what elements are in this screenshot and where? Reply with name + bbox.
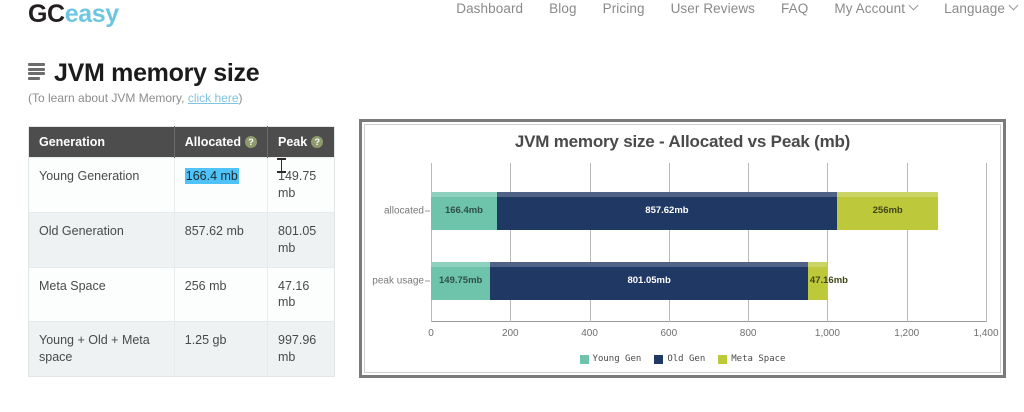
y-axis-category-label: allocated xyxy=(383,205,424,217)
chart-bar-segment-meta[interactable]: 47.16mb xyxy=(807,261,848,300)
nav-item-blog[interactable]: Blog xyxy=(549,0,577,16)
legend-swatch xyxy=(654,354,664,364)
column-header-allocated: Allocated? xyxy=(174,126,269,158)
chart-gridline xyxy=(748,163,750,322)
y-axis-tick xyxy=(425,280,430,282)
cell-generation: Old Generation xyxy=(28,211,175,267)
y-axis-tick xyxy=(425,210,430,212)
table-head: Generation Allocated? Peak? xyxy=(28,126,335,158)
cell-peak: 801.05 mb xyxy=(267,211,335,267)
chart-bar-row: 166.4mb 857.62mb 256mb xyxy=(431,191,986,230)
chart-bar-value-label: 47.16mb xyxy=(809,275,848,287)
table-header-row: Generation Allocated? Peak? xyxy=(28,126,335,158)
cell-generation: Young + Old + Meta space xyxy=(28,321,175,377)
subnote-suffix: ) xyxy=(238,91,243,105)
column-header-generation: Generation xyxy=(28,126,175,158)
brand-logo-easy: easy xyxy=(64,0,119,28)
chart-gridline xyxy=(827,163,829,322)
nav-item-dashboard[interactable]: Dashboard xyxy=(456,0,524,16)
chart-plot-area: 0 200 400 600 800 1,000 1,200 1,400 166.4mb 857.6… xyxy=(372,163,999,339)
chart-bar-segment-meta[interactable]: 256mb xyxy=(836,191,939,230)
x-axis-line xyxy=(431,321,986,322)
top-navigation: Dashboard Blog Pricing User Reviews FAQ … xyxy=(400,0,1024,20)
chart-bar-segment-young[interactable]: 149.75mb xyxy=(431,261,491,300)
legend-item[interactable]: Old Gen xyxy=(654,354,705,364)
chart-gridline xyxy=(986,163,987,322)
nav-item-my-account-label: My Account xyxy=(834,0,906,16)
x-axis-tick-label: 200 xyxy=(501,328,519,339)
subnote-prefix: (To learn about JVM Memory, xyxy=(28,91,185,105)
cell-allocated: 857.62 mb xyxy=(174,211,269,267)
legend-label: Old Gen xyxy=(667,354,706,364)
table-row: Young + Old + Meta space 1.25 gb 997.96 … xyxy=(28,321,335,377)
legend-item[interactable]: Meta Space xyxy=(718,354,785,364)
chart-bar-segment-old[interactable]: 857.62mb xyxy=(496,191,837,230)
cell-allocated: 256 mb xyxy=(174,266,269,322)
cell-allocated-selected-value: 166.4 mb xyxy=(184,168,239,184)
jvm-memory-learn-more-link[interactable]: click here xyxy=(187,91,239,105)
chart-legend: Young Gen Old Gen Meta Space xyxy=(365,354,1000,364)
table-body: Young Generation 166.4 mb 149.75 mb Old … xyxy=(28,157,335,377)
legend-label: Young Gen xyxy=(592,354,642,364)
chart-title: JVM memory size - Allocated vs Peak (mb) xyxy=(514,132,851,151)
legend-swatch xyxy=(718,354,728,364)
chart-bar-value-label: 801.05mb xyxy=(627,275,671,287)
x-axis-tick-label: 600 xyxy=(660,328,678,339)
cell-generation: Meta Space xyxy=(28,266,175,322)
help-icon[interactable]: ? xyxy=(311,136,324,148)
x-axis-tick-label: 800 xyxy=(739,328,757,339)
chevron-down-icon xyxy=(1010,2,1018,10)
column-header-peak-label: Peak xyxy=(278,135,308,149)
y-axis-category-label: peak usage xyxy=(372,275,424,287)
nav-item-faq[interactable]: FAQ xyxy=(781,0,809,16)
stack-layers-icon xyxy=(28,63,45,83)
chart-gridline xyxy=(668,163,670,322)
chart-inner: JVM memory size - Allocated vs Peak (mb)… xyxy=(364,124,1001,373)
cell-peak: 149.75 mb xyxy=(267,157,335,213)
help-icon[interactable]: ? xyxy=(245,136,258,148)
cell-allocated[interactable]: 166.4 mb xyxy=(174,157,269,213)
legend-label: Meta Space xyxy=(731,354,786,364)
chart-bar-row: 149.75mb 801.05mb 47.16mb xyxy=(431,261,986,300)
legend-swatch xyxy=(579,354,589,364)
x-axis-tick-label: 1,400 xyxy=(973,328,999,339)
chart-bar-value-label: 166.4mb xyxy=(444,205,483,217)
chart-gridline xyxy=(510,163,512,322)
legend-item[interactable]: Young Gen xyxy=(579,354,642,364)
x-axis-tick-label: 400 xyxy=(581,328,598,339)
chevron-down-icon xyxy=(910,2,918,10)
chart-bar-segment-young[interactable]: 166.4mb xyxy=(431,191,497,230)
nav-item-language[interactable]: Language xyxy=(944,1,1018,16)
nav-item-pricing[interactable]: Pricing xyxy=(602,0,645,16)
x-axis-tick-label: 1,000 xyxy=(814,328,840,339)
brand-logo-gc: GC xyxy=(28,0,65,28)
page-title-text: JVM memory size xyxy=(54,58,260,87)
chart-gridline xyxy=(431,163,432,322)
cell-peak: 47.16 mb xyxy=(267,266,335,322)
jvm-memory-table: Generation Allocated? Peak? Young Genera… xyxy=(28,126,335,377)
table-row: Young Generation 166.4 mb 149.75 mb xyxy=(28,157,335,213)
x-axis-tick-label: 1,200 xyxy=(894,328,920,339)
cell-generation: Young Generation xyxy=(28,157,175,213)
jvm-memory-chart: JVM memory size - Allocated vs Peak (mb)… xyxy=(359,119,1006,378)
cell-peak: 997.96 mb xyxy=(267,321,335,377)
cell-allocated: 1.25 gb xyxy=(174,321,269,377)
chart-bar-value-label: 149.75mb xyxy=(439,275,483,287)
chart-bar-segment-old[interactable]: 801.05mb xyxy=(490,261,808,300)
chart-gridline xyxy=(906,163,908,322)
nav-item-language-label: Language xyxy=(944,0,1005,16)
table-row: Old Generation 857.62 mb 801.05 mb xyxy=(28,211,335,267)
nav-item-my-account[interactable]: My Account xyxy=(834,1,918,16)
brand-logo[interactable]: GCeasy xyxy=(28,0,119,29)
column-header-peak: Peak? xyxy=(267,126,335,158)
nav-item-user-reviews[interactable]: User Reviews xyxy=(670,0,756,16)
table-row: Meta Space 256 mb 47.16 mb xyxy=(28,266,335,322)
column-header-allocated-label: Allocated xyxy=(184,135,242,149)
page-subnote: (To learn about JVM Memory, click here) xyxy=(28,91,243,105)
chart-bar-value-label: 256mb xyxy=(872,205,903,217)
chart-gridline xyxy=(589,163,591,322)
page-title: JVM memory size xyxy=(28,58,260,88)
chart-bar-value-label: 857.62mb xyxy=(645,205,689,217)
x-axis-tick-label: 0 xyxy=(428,328,434,339)
